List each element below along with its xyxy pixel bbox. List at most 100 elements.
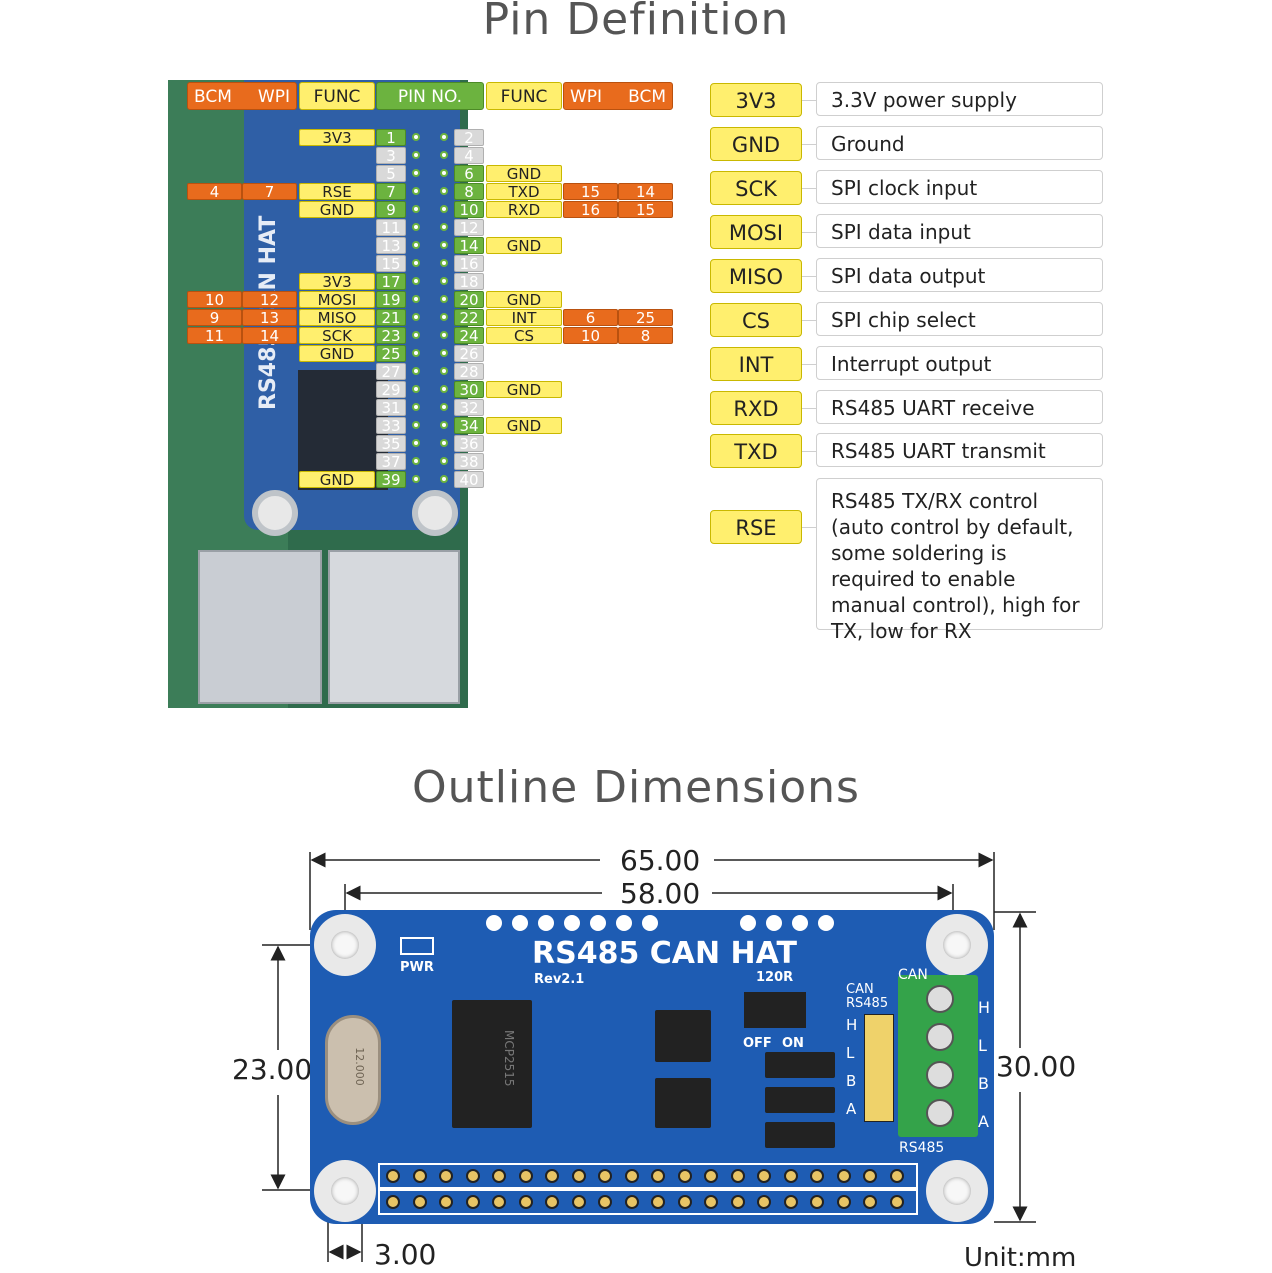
pin-number-odd: 21	[376, 309, 406, 327]
pin-func-left: SCK	[299, 327, 375, 345]
pin-func-left: 3V3	[299, 273, 375, 291]
pin-bcm-right: 15	[618, 201, 673, 219]
pin-connector-dot	[440, 331, 448, 339]
gpio-pin	[651, 1169, 665, 1183]
pin-number-even: 8	[454, 183, 484, 201]
pin-number-even: 40	[454, 471, 484, 489]
pin-func-right: GND	[486, 417, 562, 435]
gpio-pin	[757, 1169, 771, 1183]
legend-key: RSE	[710, 510, 802, 544]
gpio-pin	[439, 1169, 453, 1183]
pin-connector-dot	[412, 133, 420, 141]
photo-ethernet-port	[328, 550, 460, 704]
terminal-label-h: H	[978, 998, 991, 1017]
mcp2515-label: MCP2515	[502, 1030, 516, 1087]
pin-number-even: 38	[454, 453, 484, 471]
gpio-pin	[492, 1195, 506, 1209]
gpio-pin	[863, 1195, 877, 1209]
gpio-pin	[386, 1169, 400, 1183]
photo-mount-hole	[252, 490, 298, 536]
pin-connector-dot	[412, 439, 420, 447]
pin-func-left: 3V3	[299, 129, 375, 147]
gpio-pin	[677, 1169, 692, 1183]
gpio-pin	[730, 1195, 745, 1209]
pin-connector-dot	[412, 313, 420, 321]
mount-hole-bottom-right	[926, 1160, 988, 1222]
header-left-bcm-wpi: BCM WPI	[187, 82, 297, 110]
pin-wpi-right: 6	[563, 309, 618, 327]
pin-connector-dot	[412, 403, 420, 411]
pin-func-right: TXD	[486, 183, 562, 201]
pin-number-odd: 27	[376, 363, 406, 381]
pin-func-left: RSE	[299, 183, 375, 201]
pcb-on-label: ON	[782, 1036, 804, 1051]
gpio-pin	[598, 1195, 612, 1209]
pin-connector-dot	[412, 277, 420, 285]
legend-description: Interrupt output	[816, 346, 1103, 380]
pcb-revision: Rev2.1	[534, 972, 585, 987]
photo-mount-hole	[412, 490, 458, 536]
pin-func-right: GND	[486, 237, 562, 255]
pin-number-even: 10	[454, 201, 484, 219]
legend-connector	[802, 276, 816, 277]
pin-connector-dot	[412, 331, 420, 339]
pin-func-right: INT	[486, 309, 562, 327]
terminal-label-l: L	[978, 1036, 987, 1055]
pin-connector-dot	[412, 367, 420, 375]
pin-connector-dot	[412, 169, 420, 177]
outline-dimensions-title: Outline Dimensions	[412, 762, 860, 813]
pin-wpi-right: 15	[563, 183, 618, 201]
crystal-oscillator: 12.000	[325, 1015, 381, 1125]
mcp2515-chip: MCP2515	[452, 1000, 532, 1128]
gpio-header-row-bottom	[378, 1189, 918, 1215]
screw	[926, 985, 954, 1013]
gpio-pin	[651, 1195, 665, 1209]
pin-bcm-right: 8	[618, 327, 673, 345]
via-hole	[642, 915, 658, 931]
pin-connector-dot	[412, 187, 420, 195]
gpio-pin	[412, 1169, 427, 1183]
pin-connector-dot	[440, 133, 448, 141]
pin-number-odd: 1	[376, 129, 406, 147]
dim-hole-spacing-y: 23.00	[232, 1053, 313, 1086]
pin-connector-dot	[440, 385, 448, 393]
pin-func-right: GND	[486, 291, 562, 309]
pin-number-even: 14	[454, 237, 484, 255]
via-hole	[564, 915, 580, 931]
screw	[926, 1099, 954, 1127]
pin-wpi-left: 7	[242, 183, 297, 201]
gpio-pin	[571, 1169, 586, 1183]
pin-number-odd: 5	[376, 165, 406, 183]
pin-connector-dot	[412, 385, 420, 393]
via-hole	[590, 915, 606, 931]
bus-pin-header	[864, 1014, 894, 1122]
gpio-pin	[810, 1169, 824, 1183]
pin-connector-dot	[412, 151, 420, 159]
pin-number-odd: 13	[376, 237, 406, 255]
gpio-pin	[677, 1195, 692, 1209]
pin-connector-dot	[440, 277, 448, 285]
dim-hole-offset: 3.00	[374, 1238, 437, 1271]
pin-bcm-right: 14	[618, 183, 673, 201]
pin-number-even: 30	[454, 381, 484, 399]
pin-connector-dot	[440, 439, 448, 447]
pcb-off-label: OFF	[743, 1036, 772, 1051]
pin-func-right: CS	[486, 327, 562, 345]
pin-number-even: 12	[454, 219, 484, 237]
pin-bcm-left: 9	[187, 309, 242, 327]
pin-number-even: 22	[454, 309, 484, 327]
gpio-pin	[783, 1169, 798, 1183]
pin-func-right: GND	[486, 381, 562, 399]
legend-key: INT	[710, 347, 802, 381]
pin-number-even: 18	[454, 273, 484, 291]
legend-connector	[802, 451, 816, 452]
pin-number-odd: 17	[376, 273, 406, 291]
pin-connector-dot	[440, 367, 448, 375]
pin-func-left: GND	[299, 201, 375, 219]
pin-bcm-right: 25	[618, 309, 673, 327]
pin-number-even: 6	[454, 165, 484, 183]
gpio-pin	[492, 1169, 506, 1183]
pin-bcm-left: 11	[187, 327, 242, 345]
via-hole	[512, 915, 528, 931]
legend-description: SPI data input	[816, 214, 1103, 248]
